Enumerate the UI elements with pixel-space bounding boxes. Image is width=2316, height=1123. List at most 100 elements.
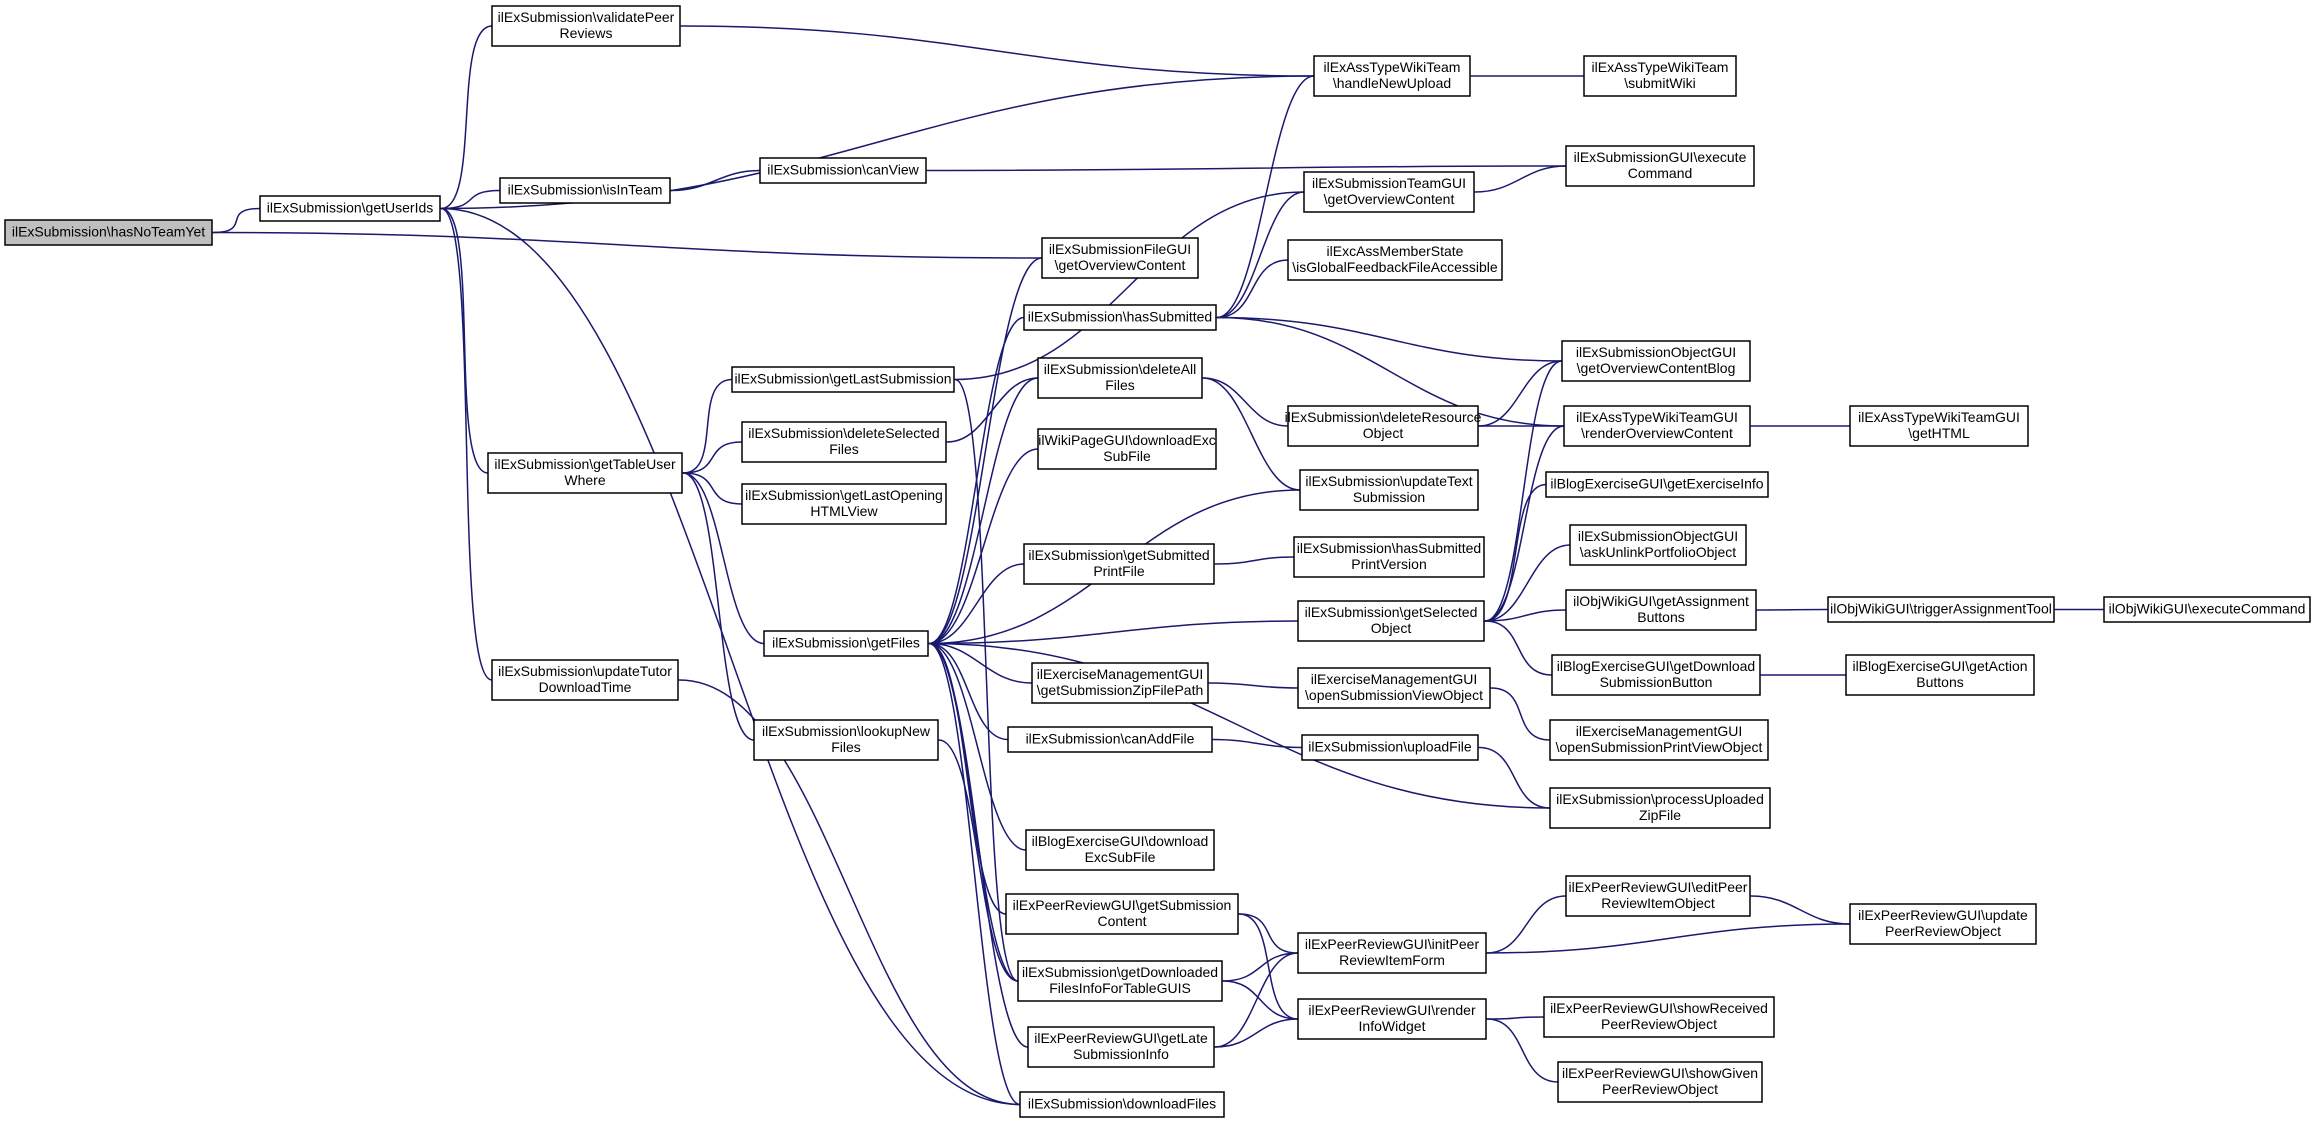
node-label: \getOverviewContentBlog	[1577, 360, 1736, 376]
node-label: ilExSubmission\deleteAll	[1044, 361, 1197, 377]
node-label: PeerReviewObject	[1885, 923, 2001, 939]
node-label: ilWikiPageGUI\downloadExc	[1038, 432, 1215, 448]
node-showReceivedPeerReviewObject[interactable]: ilExPeerReviewGUI\showReceivedPeerReview…	[1543, 996, 1775, 1038]
node-box	[1287, 239, 1503, 281]
edge-getTableUserWhere-to-getUserIds	[429, 203, 489, 474]
edge-fileGetOverviewContent-to-hasNoTeamYet	[201, 227, 1043, 259]
node-label: ilExSubmission\getLastSubmission	[734, 371, 951, 387]
node-isInTeam[interactable]: ilExSubmission\isInTeam	[499, 177, 671, 204]
node-triggerAssignmentTool[interactable]: ilObjWikiGUI\triggerAssignmentTool	[1827, 596, 2055, 623]
node-wikiTeamHandleNewUpload[interactable]: ilExAssTypeWikiTeam\handleNewUpload	[1313, 55, 1471, 97]
node-label: ilExerciseManagementGUI	[1037, 666, 1204, 682]
node-label: ilExSubmission\validatePeer	[498, 9, 675, 25]
edge-teamGetOverviewContent-to-hasSubmitted	[1205, 191, 1305, 323]
node-canView[interactable]: ilExSubmission\canView	[759, 157, 927, 184]
node-label: ilExPeerReviewGUI\showReceived	[1550, 1000, 1768, 1016]
node-downloadFiles[interactable]: ilExSubmission\downloadFiles	[1019, 1091, 1225, 1118]
node-label: PeerReviewObject	[1602, 1081, 1718, 1097]
node-wikiTeamGuiGetHTML[interactable]: ilExAssTypeWikiTeamGUI\getHTML	[1849, 405, 2029, 447]
node-getLastSubmission[interactable]: ilExSubmission\getLastSubmission	[731, 366, 955, 393]
edge-wikiTeamGuiRenderOverviewContent-to-hasSubmitted	[1205, 312, 1565, 427]
node-blogGetExerciseInfo[interactable]: ilBlogExerciseGUI\getExerciseInfo	[1545, 471, 1769, 498]
node-box	[1031, 662, 1209, 704]
node-box	[1017, 960, 1223, 1002]
node-label: ilExSubmission\hasSubmitted	[1297, 540, 1481, 556]
edge-getDownloadedFilesInfo-to-getLastSubmission	[943, 374, 1019, 982]
node-getFiles[interactable]: ilExSubmission\getFiles	[763, 630, 929, 657]
node-askUnlinkPortfolioObject[interactable]: ilExSubmissionObjectGUI\askUnlinkPortfol…	[1569, 524, 1747, 566]
node-editPeerReviewItemObject[interactable]: ilExPeerReviewGUI\editPeerReviewItemObje…	[1565, 875, 1751, 917]
node-canAddFile[interactable]: ilExSubmission\canAddFile	[1007, 726, 1213, 753]
node-hasNoTeamYet[interactable]: ilExSubmission\hasNoTeamYet	[4, 219, 213, 246]
node-box	[1297, 998, 1487, 1040]
node-label: ilExSubmission\getLastOpening	[745, 487, 943, 503]
edge-wikiTeamGuiRenderOverviewContent-to-getSelectedObject	[1473, 425, 1565, 627]
node-openSubmissionPrintViewObject[interactable]: ilExerciseManagementGUI\openSubmissionPr…	[1549, 719, 1769, 761]
node-label: ilExSubmission\lookupNew	[762, 723, 931, 739]
node-label: HTMLView	[810, 503, 878, 519]
edge-deleteSelectedFiles-to-getTableUserWhere	[671, 441, 743, 479]
node-wikiTeamSubmitWiki[interactable]: ilExAssTypeWikiTeam\submitWiki	[1583, 55, 1737, 97]
node-objGetOverviewContentBlog[interactable]: ilExSubmissionObjectGUI\getOverviewConte…	[1561, 340, 1751, 382]
node-box	[1005, 893, 1239, 935]
node-label: ilExPeerReviewGUI\editPeer	[1569, 879, 1748, 895]
node-label: ilExSubmission\canView	[767, 162, 919, 178]
node-isGlobalFeedbackFileAccessible[interactable]: ilExcAssMemberState\isGlobalFeedbackFile…	[1287, 239, 1503, 281]
edge-deleteResourceObject-to-deleteAllFiles	[1191, 372, 1289, 427]
node-wikiTeamGuiRenderOverviewContent[interactable]: ilExAssTypeWikiTeamGUI\renderOverviewCon…	[1563, 405, 1751, 447]
node-label: ilExPeerReviewGUI\getSubmission	[1013, 897, 1232, 913]
node-getSubmissionZipFilePath[interactable]: ilExerciseManagementGUI\getSubmissionZip…	[1031, 662, 1209, 704]
node-blogGetDownloadSubmissionButton[interactable]: ilBlogExerciseGUI\getDownloadSubmissionB…	[1551, 654, 1761, 696]
node-fileGetOverviewContent[interactable]: ilExSubmissionFileGUI\getOverviewContent	[1041, 237, 1199, 279]
node-label: SubmissionButton	[1600, 674, 1713, 690]
node-label: ilExSubmission\getSubmitted	[1028, 547, 1209, 563]
node-label: ReviewItemForm	[1339, 952, 1445, 968]
edge-renderInfoWidget-to-prGetSubmissionContent	[1227, 908, 1299, 1020]
node-getUserIds[interactable]: ilExSubmission\getUserIds	[259, 195, 441, 222]
node-showGivenPeerReviewObject[interactable]: ilExPeerReviewGUI\showGivenPeerReviewObj…	[1557, 1061, 1763, 1103]
node-openSubmissionViewObject[interactable]: ilExerciseManagementGUI\openSubmissionVi…	[1297, 667, 1491, 709]
edge-wikiDownloadExcSubFile-to-getFiles	[917, 448, 1039, 649]
node-label: ilExSubmission\deleteResource	[1285, 409, 1482, 425]
node-wikiExecuteCommand[interactable]: ilObjWikiGUI\executeCommand	[2103, 596, 2311, 623]
node-label: ilExSubmission\hasNoTeamYet	[12, 224, 205, 240]
node-box	[1297, 932, 1487, 974]
edge-isGlobalFeedbackFileAccessible-to-hasSubmitted	[1205, 259, 1289, 323]
edge-wikiGetAssignmentButtons-to-getSelectedObject	[1473, 609, 1567, 627]
node-label: ilExAssTypeWikiTeam	[1324, 59, 1461, 75]
node-box	[1849, 903, 2037, 945]
edge-hasSubmittedPrintVersion-to-getSubmittedPrintFile	[1203, 556, 1295, 570]
node-submissionGuiExecuteCommand[interactable]: ilExSubmissionGUI\executeCommand	[1565, 145, 1755, 187]
node-hasSubmitted[interactable]: ilExSubmission\hasSubmitted	[1023, 304, 1217, 331]
edge-getLastOpeningHTMLView-to-getTableUserWhere	[671, 467, 743, 505]
node-box	[259, 195, 441, 222]
node-uploadFile[interactable]: ilExSubmission\uploadFile	[1301, 734, 1479, 761]
edge-renderInfoWidget-to-prGetLateSubmissionInfo	[1203, 1018, 1299, 1053]
node-teamGetOverviewContent[interactable]: ilExSubmissionTeamGUI\getOverviewContent	[1303, 171, 1475, 213]
node-getDownloadedFilesInfo[interactable]: ilExSubmission\getDownloadedFilesInfoFor…	[1017, 960, 1223, 1002]
node-box	[491, 5, 681, 47]
edge-getLastSubmission-to-getTableUserWhere	[671, 378, 733, 479]
